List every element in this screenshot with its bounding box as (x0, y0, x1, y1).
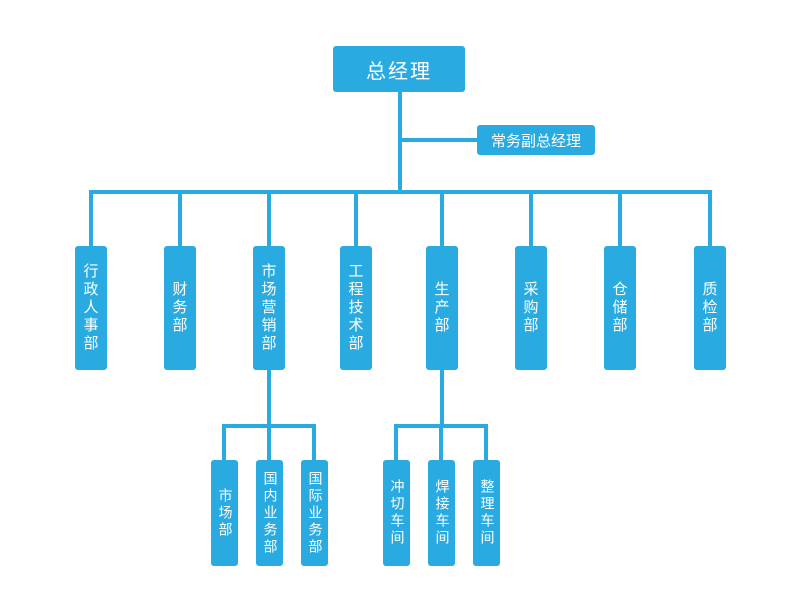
dept-admin-hr: 行政人事部 (75, 246, 107, 370)
sub-welding-workshop: 焊接车间 (428, 460, 455, 566)
sub-international: 国际业务部 (301, 460, 328, 566)
sub-market: 市场部 (211, 460, 238, 566)
sub-domestic: 国内业务部 (256, 460, 283, 566)
dept-purchasing: 采购部 (515, 246, 547, 370)
dept-production: 生产部 (426, 246, 458, 370)
sub-stamping-workshop: 冲切车间 (383, 460, 410, 566)
dept-warehouse: 仓储部 (604, 246, 636, 370)
deputy-box: 常务副总经理 (477, 125, 595, 155)
ceo-box: 总经理 (333, 46, 465, 92)
dept-marketing: 市场营销部 (253, 246, 285, 370)
dept-finance: 财务部 (164, 246, 196, 370)
dept-engineering: 工程技术部 (340, 246, 372, 370)
dept-quality-control: 质检部 (694, 246, 726, 370)
sub-finishing-workshop: 整理车间 (473, 460, 500, 566)
